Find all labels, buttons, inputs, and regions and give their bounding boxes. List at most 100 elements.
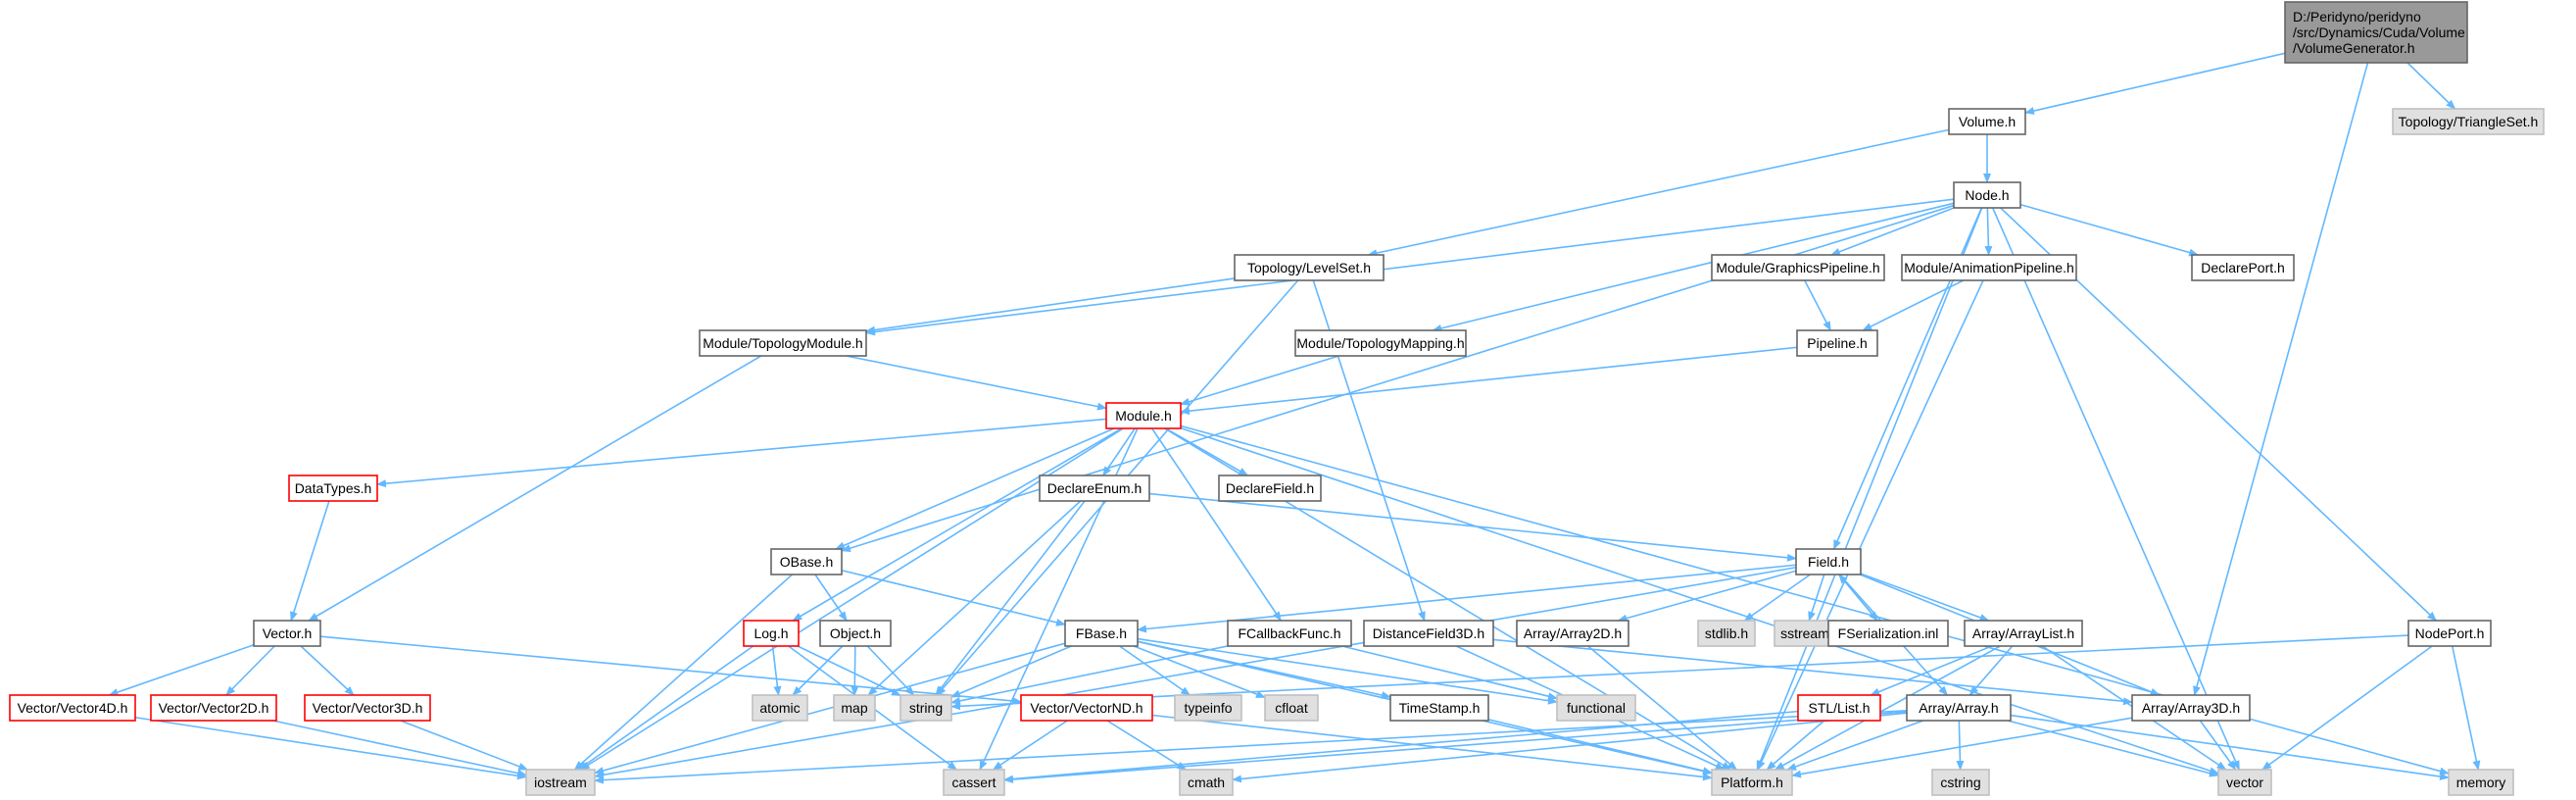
node-stllist[interactable]: STL/List.h bbox=[1797, 694, 1881, 722]
node-box-obase bbox=[770, 548, 843, 575]
node-label-volume-generator: D:/Peridyno/peridyno/src/Dynamics/Cuda/V… bbox=[2293, 9, 2465, 56]
edge-fbase-to-string bbox=[950, 645, 1072, 698]
node-label-graphics-pipeline: Module/GraphicsPipeline.h bbox=[1716, 260, 1879, 275]
node-atomic[interactable]: atomic bbox=[752, 694, 808, 722]
edge-data-types-to-vector bbox=[290, 500, 330, 622]
node-fbase[interactable]: FBase.h bbox=[1064, 620, 1139, 647]
edge-fcallback-func-to-functional bbox=[1341, 645, 1558, 701]
node-topology-mapping[interactable]: Module/TopologyMapping.h bbox=[1294, 329, 1467, 357]
node-vector4-d[interactable]: Vector/Vector4D.h bbox=[9, 694, 136, 722]
node-vector[interactable]: Vector.h bbox=[253, 620, 321, 647]
node-label-log: Log.h bbox=[753, 625, 788, 641]
node-typeinfo[interactable]: typeinfo bbox=[1174, 694, 1242, 722]
edge-array-to-iostream bbox=[594, 710, 1908, 784]
node-vector2-d[interactable]: Vector/Vector2D.h bbox=[150, 694, 277, 722]
node-array-list[interactable]: Array/ArrayList.h bbox=[1964, 620, 2083, 647]
edge-declare-enum-to-map bbox=[867, 500, 1082, 696]
node-box-topology-mapping bbox=[1294, 329, 1467, 357]
edge-level-set-to-topology-module bbox=[865, 277, 1236, 334]
edge-fbase-to-functional bbox=[1137, 637, 1558, 705]
edge-field-to-array2-d bbox=[1617, 570, 1797, 623]
edge-declare-enum-to-string bbox=[935, 500, 1086, 696]
node-box-sstream bbox=[1774, 620, 1836, 647]
node-cmath[interactable]: cmath bbox=[1179, 769, 1234, 796]
edge-module-to-data-types bbox=[376, 418, 1107, 488]
node-label-time-stamp: TimeStamp.h bbox=[1399, 700, 1481, 716]
node-box-declare-port bbox=[2191, 254, 2295, 281]
node-field[interactable]: Field.h bbox=[1795, 548, 1862, 575]
node-box-array2-d bbox=[1516, 620, 1629, 647]
edge-vector3-d-to-iostream bbox=[400, 720, 529, 771]
node-volume[interactable]: Volume.h bbox=[1948, 108, 2026, 135]
edge-topology-module-to-vector bbox=[308, 355, 762, 622]
node-box-triangle-set bbox=[2392, 108, 2545, 135]
node-label-topology-module: Module/TopologyModule.h bbox=[703, 335, 862, 351]
node-sstream[interactable]: sstream bbox=[1774, 620, 1836, 647]
node-platform[interactable]: Platform.h bbox=[1711, 769, 1793, 796]
node-label-fcallback-func: FCallbackFunc.h bbox=[1238, 625, 1340, 641]
node-graphics-pipeline[interactable]: Module/GraphicsPipeline.h bbox=[1711, 254, 1885, 281]
node-log[interactable]: Log.h bbox=[743, 620, 800, 647]
node-vector-nd[interactable]: Vector/VectorND.h bbox=[1020, 694, 1153, 722]
node-node-port[interactable]: NodePort.h bbox=[2407, 620, 2492, 647]
edge-array-to-cassert bbox=[1003, 711, 1908, 783]
node-data-types[interactable]: DataTypes.h bbox=[288, 475, 378, 502]
node-topology-module[interactable]: Module/TopologyModule.h bbox=[699, 329, 867, 357]
node-box-vector4-d bbox=[9, 694, 136, 722]
node-pipeline[interactable]: Pipeline.h bbox=[1796, 329, 1878, 357]
node-fcallback-func[interactable]: FCallbackFunc.h bbox=[1227, 620, 1352, 647]
node-time-stamp[interactable]: TimeStamp.h bbox=[1389, 694, 1489, 722]
node-label-volume: Volume.h bbox=[1959, 114, 2016, 129]
node-object[interactable]: Object.h bbox=[819, 620, 892, 647]
node-volume-generator[interactable]: D:/Peridyno/peridyno/src/Dynamics/Cuda/V… bbox=[2284, 1, 2468, 64]
node-stdlib[interactable]: stdlib.h bbox=[1697, 620, 1756, 647]
node-distance-field3-d[interactable]: DistanceField3D.h bbox=[1363, 620, 1494, 647]
node-label-array3-d: Array/Array3D.h bbox=[2142, 700, 2240, 716]
node-array[interactable]: Array/Array.h bbox=[1906, 694, 2012, 722]
node-functional[interactable]: functional bbox=[1556, 694, 1636, 722]
node-label-map: map bbox=[841, 700, 867, 716]
node-cassert[interactable]: cassert bbox=[943, 769, 1005, 796]
node-layer: D:/Peridyno/peridyno/src/Dynamics/Cuda/V… bbox=[9, 1, 2545, 796]
node-declare-port[interactable]: DeclarePort.h bbox=[2191, 254, 2295, 281]
node-box-vector bbox=[253, 620, 321, 647]
edge-node-to-topology-module bbox=[865, 198, 1955, 336]
node-level-set[interactable]: Topology/LevelSet.h bbox=[1234, 254, 1385, 281]
node-declare-field[interactable]: DeclareField.h bbox=[1218, 475, 1322, 502]
node-box-level-set bbox=[1234, 254, 1385, 281]
node-iostream[interactable]: iostream bbox=[525, 769, 596, 796]
edge-array3-d-to-platform bbox=[1791, 717, 2133, 778]
node-string[interactable]: string bbox=[899, 694, 952, 722]
edge-node-to-platform bbox=[1756, 207, 1983, 771]
edge-layer bbox=[108, 52, 2481, 784]
node-animation-pipeline[interactable]: Module/AnimationPipeline.h bbox=[1901, 254, 2077, 281]
edge-node-to-animation-pipeline bbox=[1984, 207, 1993, 256]
node-node[interactable]: Node.h bbox=[1953, 181, 2021, 209]
node-cstring[interactable]: cstring bbox=[1931, 769, 1990, 796]
node-box-distance-field3-d bbox=[1363, 620, 1494, 647]
node-cfloat[interactable]: cfloat bbox=[1264, 694, 1319, 722]
node-memory[interactable]: memory bbox=[2448, 769, 2514, 796]
edge-vector2-d-to-iostream bbox=[272, 720, 527, 777]
node-triangle-set[interactable]: Topology/TriangleSet.h bbox=[2392, 108, 2545, 135]
edge-array-list-to-stllist bbox=[1870, 645, 1993, 696]
node-array3-d[interactable]: Array/Array3D.h bbox=[2131, 694, 2251, 722]
node-fserialization[interactable]: FSerialization.inl bbox=[1827, 620, 1949, 647]
node-box-iostream bbox=[525, 769, 596, 796]
node-obase[interactable]: OBase.h bbox=[770, 548, 843, 575]
node-vector3-d[interactable]: Vector/Vector3D.h bbox=[304, 694, 431, 722]
edge-node-port-to-memory bbox=[2451, 645, 2481, 771]
edge-module-to-declare-field bbox=[1165, 427, 1249, 476]
node-label-vector: vector bbox=[2226, 775, 2263, 790]
node-map[interactable]: map bbox=[833, 694, 876, 722]
node-module[interactable]: Module.h bbox=[1105, 402, 1182, 429]
edge-declare-enum-to-field bbox=[1148, 492, 1797, 562]
node-declare-enum[interactable]: DeclareEnum.h bbox=[1039, 475, 1150, 502]
node-vector[interactable]: vector bbox=[2217, 769, 2272, 796]
node-array2-d[interactable]: Array/Array2D.h bbox=[1516, 620, 1629, 647]
node-box-memory bbox=[2448, 769, 2514, 796]
node-label-module: Module.h bbox=[1115, 408, 1172, 424]
edge-fbase-to-typeinfo bbox=[1119, 645, 1191, 696]
edge-fcallback-func-to-string bbox=[950, 645, 1229, 705]
node-box-data-types bbox=[288, 475, 378, 502]
